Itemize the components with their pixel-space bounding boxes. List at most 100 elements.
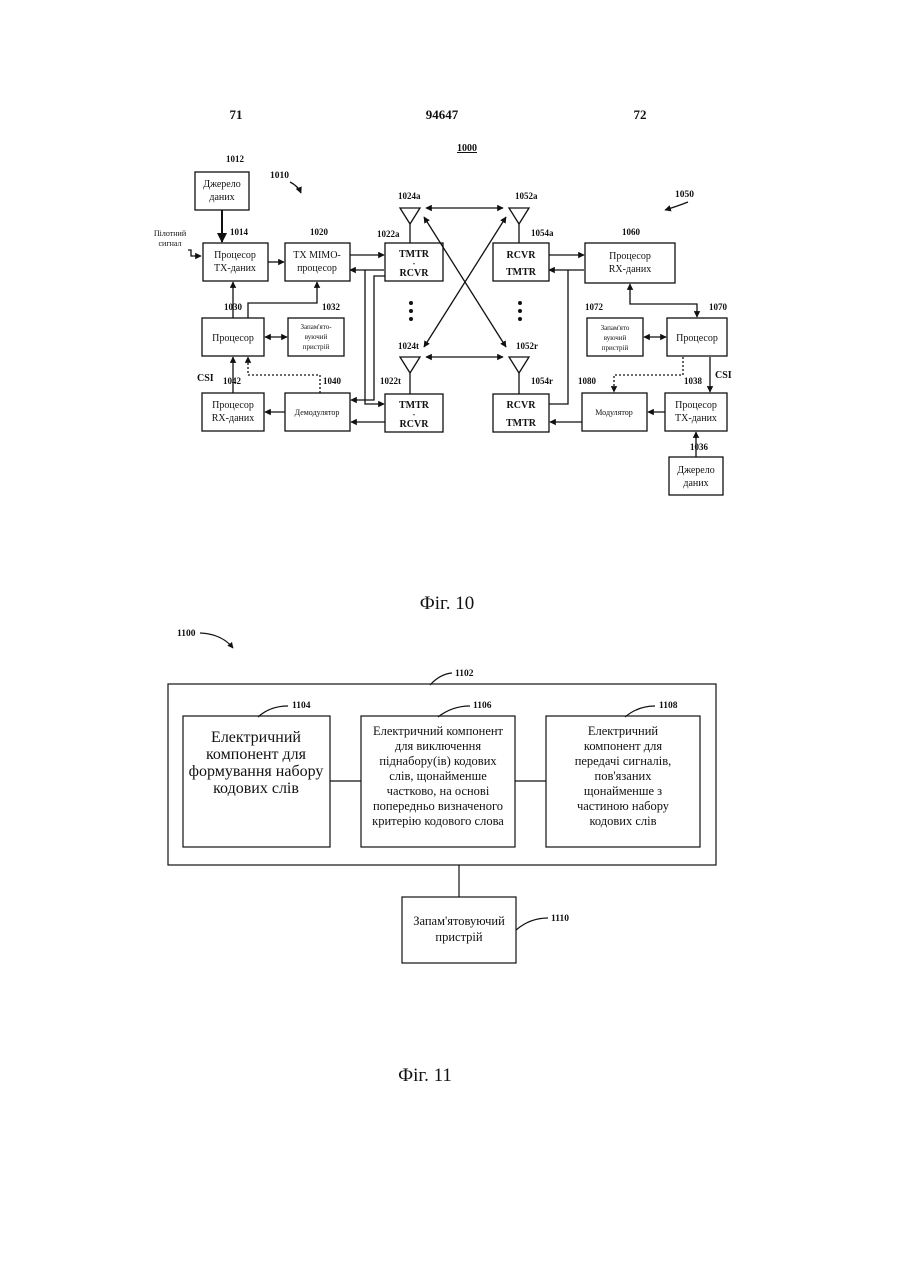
fig10-ref-1000: 1000 [457, 143, 477, 154]
c2-line3: піднабору(ів) кодових [379, 754, 497, 768]
figure-10: 1000 1010 1050 1012 1014 1020 1022a 1024… [154, 143, 732, 614]
block-1022t-line3: RCVR [400, 419, 430, 430]
block-1072-line1: Запам'ято [601, 324, 630, 332]
ref-1050-arrow [665, 202, 688, 210]
c2-line6: попередньо визначеного [373, 799, 503, 813]
ref-1012: 1012 [226, 154, 245, 164]
ref-1102: 1102 [455, 669, 474, 679]
block-1054a-line1: RCVR [507, 250, 537, 261]
block-1036-line1: Джерело [677, 465, 714, 476]
c1-line4: кодових слів [213, 780, 299, 797]
c2-line7: критерію кодового слова [372, 814, 504, 828]
ref-1106-leader [438, 706, 470, 717]
ref-1022a: 1022a [377, 229, 400, 239]
c2-line1: Електричний компонент [373, 724, 504, 738]
wire-1040-1030-dashed [248, 357, 320, 393]
block-1020-line1: TX MIMO- [293, 250, 341, 261]
block-1070-line1: Процесор [676, 333, 718, 344]
block-1072-line3: пристрій [602, 344, 629, 352]
antenna-1024t [400, 357, 420, 394]
block-1054r-line2: TMTR [506, 418, 537, 429]
block-1040-line1: Демодулятор [295, 408, 340, 417]
ref-1020: 1020 [310, 227, 329, 237]
block-tx-data-processor-1014 [203, 243, 268, 281]
mem-line1: Запам'ятовуючий [413, 914, 505, 928]
figure-11: 1100 1102 1104 Електричний компонент для… [168, 629, 716, 1086]
c2-line4: слів, щонайменше [389, 769, 487, 783]
c2-line5: частково, на основі [387, 784, 490, 798]
ref-1024a: 1024a [398, 191, 421, 201]
antenna-1052a [509, 208, 529, 243]
csi-label-tx: CSI [197, 373, 214, 384]
c3-line6: частиною набору [577, 799, 670, 813]
ref-1100: 1100 [177, 629, 196, 639]
wire-1060-1070 [630, 284, 697, 317]
block-1072-line2: вуючий [604, 334, 627, 342]
ref-1072: 1072 [585, 302, 604, 312]
block-1042-line1: Процесор [212, 400, 254, 411]
ref-1054r: 1054r [531, 376, 553, 386]
ref-1104: 1104 [292, 701, 311, 711]
ref-1110-leader [516, 918, 548, 930]
c3-line2: компонент для [584, 739, 662, 753]
block-tx-data-processor-1038 [665, 393, 727, 431]
block-1032-line3: пристрій [303, 343, 330, 351]
component-1108-text: Електричний компонент для передачі сигна… [575, 724, 672, 828]
block-1054a-line2: TMTR [506, 267, 537, 278]
block-1080-line1: Модулятор [595, 408, 632, 417]
ref-1054a: 1054a [531, 228, 554, 238]
c3-line7: кодових слів [589, 814, 656, 828]
page-number-right: 72 [634, 107, 647, 122]
c3-line4: пов'язаних [595, 769, 653, 783]
fig11-caption: Фіг. 11 [398, 1065, 452, 1086]
ref-1060: 1060 [622, 227, 641, 237]
ref-1038: 1038 [684, 376, 703, 386]
ref-1110: 1110 [551, 914, 569, 924]
page-number-left: 71 [230, 107, 243, 122]
c3-line5: щонайменше з [584, 784, 662, 798]
block-1038-line1: Процесор [675, 400, 717, 411]
ref-1070: 1070 [709, 302, 728, 312]
ref-1040: 1040 [323, 376, 342, 386]
block-1060-line1: Процесор [609, 251, 651, 262]
ref-1022t: 1022t [380, 376, 401, 386]
ref-1010: 1010 [270, 171, 289, 181]
ref-1036: 1036 [690, 442, 709, 452]
wire-1070-1080-dashed [614, 357, 683, 392]
block-1060-line2: RX-даних [609, 264, 651, 275]
ellipsis-dots-rx [518, 301, 522, 321]
c1-line3: формування набору [189, 763, 324, 780]
block-1036-line2: даних [683, 478, 708, 489]
block-1042-line2: RX-даних [212, 413, 254, 424]
ref-1102-leader [430, 673, 452, 685]
ref-1052r: 1052r [516, 341, 538, 351]
fig10-caption: Фіг. 10 [420, 593, 474, 614]
ref-1100-arrow [200, 633, 233, 648]
block-1032-line1: Запам'ято- [300, 323, 332, 331]
ref-1042: 1042 [223, 376, 242, 386]
pilot-label-2: сигнал [158, 239, 181, 248]
c3-line1: Електричний [588, 724, 659, 738]
patent-number: 94647 [426, 107, 459, 122]
c2-line2: для виключення [395, 739, 481, 753]
ref-1108-leader [625, 706, 655, 717]
block-1030-line1: Процесор [212, 333, 254, 344]
ellipsis-dots-tx [409, 301, 413, 321]
ref-1010-arrow [290, 182, 301, 193]
c1-line1: Електричний [211, 729, 301, 746]
block-tx-mimo-processor-1020 [285, 243, 350, 281]
block-1054r-line1: RCVR [507, 400, 537, 411]
block-1012-line2: даних [209, 192, 234, 203]
block-1022a-line3: RCVR [400, 268, 430, 279]
ref-1106: 1106 [473, 701, 492, 711]
ref-1024t: 1024t [398, 341, 419, 351]
c1-line2: компонент для [206, 746, 307, 763]
block-1022t-line2: - [413, 410, 416, 419]
block-1032-line2: вуючий [305, 333, 328, 341]
block-1012-line1: Джерело [203, 179, 240, 190]
ref-1032: 1032 [322, 302, 341, 312]
ref-1108: 1108 [659, 701, 678, 711]
ref-1080: 1080 [578, 376, 597, 386]
antenna-1024a [400, 208, 420, 243]
